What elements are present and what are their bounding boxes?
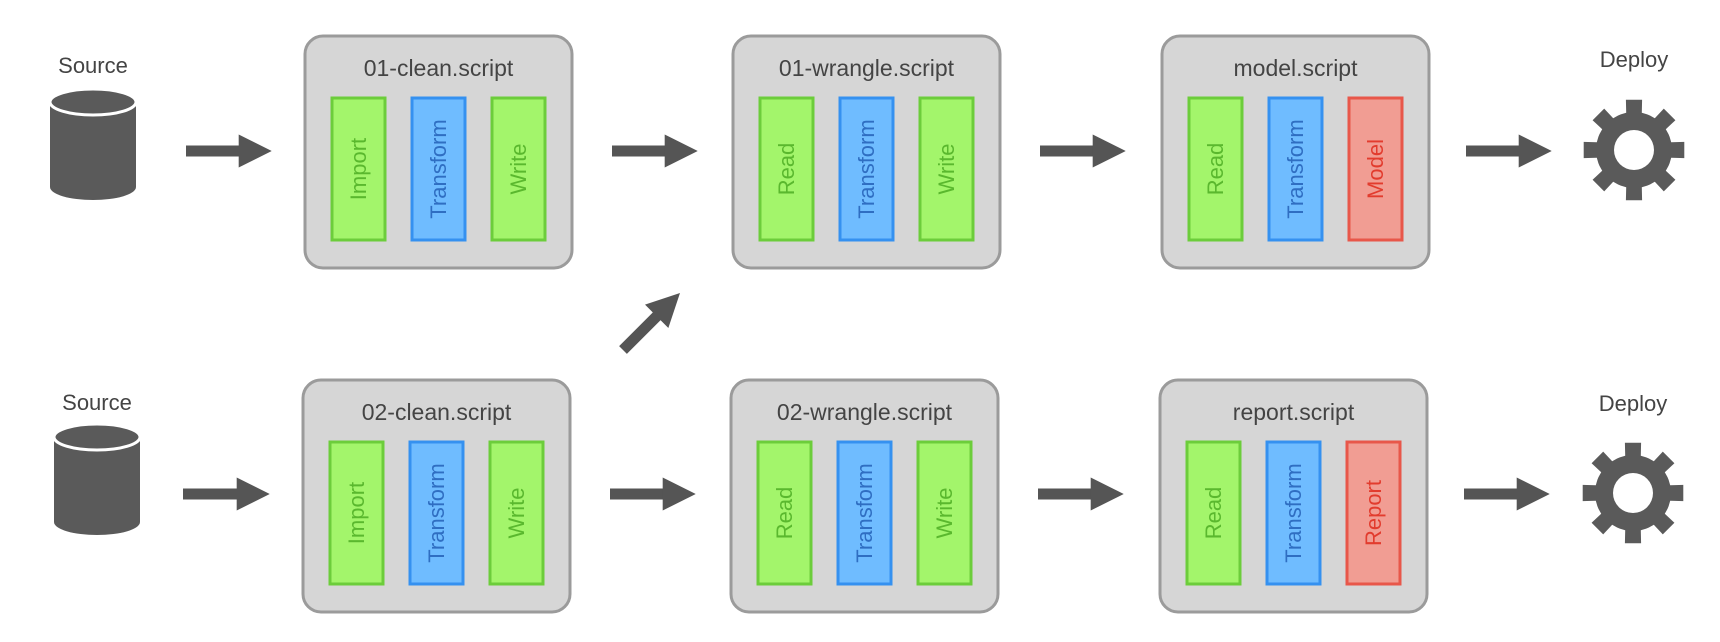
step-block-box (1347, 96, 1404, 242)
step-block: Read (1185, 440, 1242, 586)
script-card-title: 02-clean.script (362, 399, 512, 425)
step-label: Write (504, 488, 529, 539)
source-node: Source (48, 53, 138, 200)
step-block: Report (1345, 440, 1402, 586)
step-block: Write (488, 440, 545, 586)
step-block: Transform (838, 96, 895, 242)
step-block-box (916, 440, 973, 586)
gear-icon (1583, 99, 1685, 201)
step-block-box (330, 96, 387, 242)
step-block: Transform (410, 96, 467, 242)
script-card-title: report.script (1233, 399, 1355, 425)
step-label: Import (346, 138, 371, 200)
step-block: Read (1187, 96, 1244, 242)
step-block-box (838, 96, 895, 242)
step-label: Read (774, 143, 799, 196)
step-label: Transform (1283, 119, 1308, 218)
step-label: Transform (1281, 463, 1306, 562)
step-block-box (488, 440, 545, 586)
step-label: Transform (854, 119, 879, 218)
step-label: Read (1201, 487, 1226, 540)
source-label: Source (58, 53, 128, 78)
step-label: Transform (426, 119, 451, 218)
flow-arrows (183, 134, 1552, 511)
step-label: Transform (852, 463, 877, 562)
step-block: Transform (408, 440, 465, 586)
step-block: Transform (836, 440, 893, 586)
step-block: Transform (1267, 96, 1324, 242)
step-block-box (490, 96, 547, 242)
deploy-node: Deploy (1583, 47, 1685, 201)
step-block-box (410, 96, 467, 242)
step-label: Write (506, 144, 531, 195)
step-block-box (756, 440, 813, 586)
script-card-title: 01-clean.script (364, 55, 514, 81)
step-block-box (1267, 96, 1324, 242)
step-label: Model (1363, 139, 1388, 199)
step-block: Read (758, 96, 815, 242)
step-block: Read (756, 440, 813, 586)
step-block-box (918, 96, 975, 242)
step-block-box (758, 96, 815, 242)
script-card-title: 01-wrangle.script (779, 55, 955, 81)
flow-arrow (619, 292, 681, 354)
database-icon (48, 87, 138, 200)
step-label: Write (932, 488, 957, 539)
script-card-title: 02-wrangle.script (777, 399, 953, 425)
step-block: Write (918, 96, 975, 242)
step-block-box (328, 440, 385, 586)
step-block-box (408, 440, 465, 586)
deploy-label: Deploy (1600, 47, 1668, 72)
step-block: Import (330, 96, 387, 242)
step-label: Read (1203, 143, 1228, 196)
step-label: Import (344, 482, 369, 544)
step-block-box (1187, 96, 1244, 242)
step-label: Transform (424, 463, 449, 562)
source-label: Source (62, 390, 132, 415)
deploy-label: Deploy (1599, 391, 1667, 416)
step-label: Report (1361, 480, 1386, 546)
step-block: Import (328, 440, 385, 586)
step-label: Read (772, 487, 797, 540)
step-block: Write (916, 440, 973, 586)
step-block: Transform (1265, 440, 1322, 586)
source-node: Source (52, 390, 142, 535)
step-block: Write (490, 96, 547, 242)
step-block: Model (1347, 96, 1404, 242)
step-label: Write (934, 144, 959, 195)
database-icon (52, 422, 142, 535)
step-block-box (1345, 440, 1402, 586)
step-block-box (1185, 440, 1242, 586)
step-block-box (1265, 440, 1322, 586)
deploy-node: Deploy (1582, 391, 1684, 544)
step-block-box (836, 440, 893, 586)
script-card-title: model.script (1234, 55, 1359, 81)
gear-icon (1582, 442, 1684, 544)
